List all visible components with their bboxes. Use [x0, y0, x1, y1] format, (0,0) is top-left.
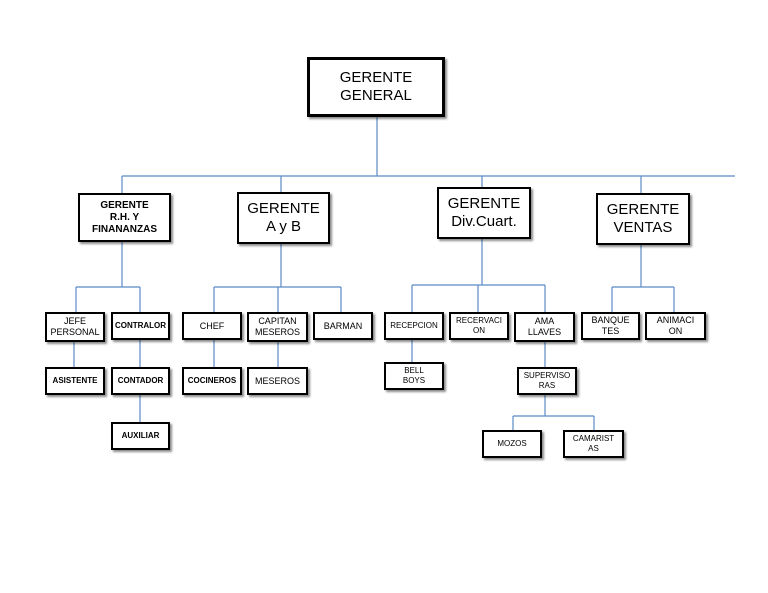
node-supervisoras: SUPERVISO RAS — [517, 367, 577, 395]
node-capitan-meseros: CAPITAN MESEROS — [247, 312, 308, 342]
node-gerente-ayb: GERENTE A y B — [237, 192, 330, 244]
node-gerente-ventas: GERENTE VENTAS — [596, 193, 690, 245]
node-jefe-personal: JEFE PERSONAL — [45, 312, 105, 342]
node-meseros: MESEROS — [247, 367, 308, 395]
node-contador: CONTADOR — [111, 367, 170, 395]
node-ama-llaves: AMA LLAVES — [514, 312, 575, 342]
node-gerente-div-cuart: GERENTE Div.Cuart. — [437, 187, 531, 239]
node-cocineros: COCINEROS — [182, 367, 242, 395]
node-camaristas: CAMARIST AS — [563, 430, 624, 458]
node-gerente-rh-finanzas: GERENTE R.H. Y FINANANZAS — [78, 193, 171, 242]
node-recepcion: RECEPCION — [384, 312, 444, 340]
node-bell-boys: BELL BOYS — [384, 362, 444, 390]
node-banquetes: BANQUE TES — [581, 312, 640, 340]
node-chef: CHEF — [182, 312, 242, 340]
node-mozos: MOZOS — [482, 430, 542, 458]
node-recervacion: RECERVACI ON — [449, 312, 509, 340]
node-auxiliar: AUXILIAR — [111, 422, 170, 450]
node-animacion: ANIMACI ON — [645, 312, 706, 340]
node-contralor: CONTRALOR — [111, 312, 170, 340]
node-asistente: ASISTENTE — [45, 367, 105, 395]
node-barman: BARMAN — [313, 312, 373, 340]
node-gerente-general: GERENTE GENERAL — [307, 57, 445, 117]
